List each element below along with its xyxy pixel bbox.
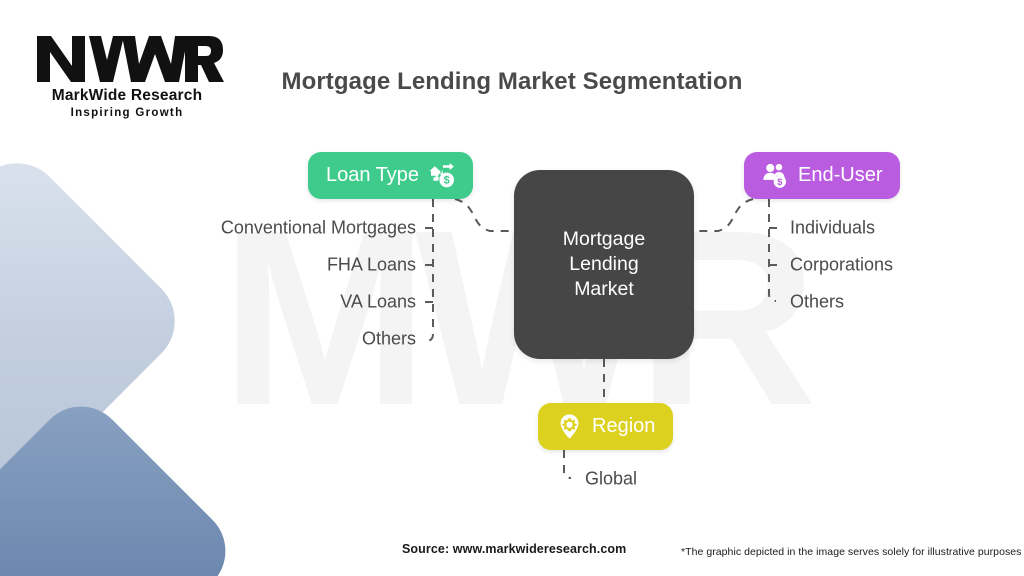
leaf-end-user-1: Corporations <box>790 254 894 275</box>
leaf-loan-type-0: Conventional Mortgages <box>220 217 416 238</box>
branch-pill-end-user-label: End-User <box>798 164 883 186</box>
leaf-loan-type-3: Others <box>361 328 416 349</box>
leaf-region-0: Global <box>585 468 638 489</box>
mwr-logo-icon <box>37 36 224 82</box>
svg-text:$: $ <box>777 177 782 187</box>
leaf-loan-type-2: VA Loans <box>340 291 416 312</box>
wire-end-user-spine <box>768 199 777 302</box>
people-dollar-icon: $ <box>763 163 787 188</box>
brand-tagline: Inspiring Growth <box>70 107 184 119</box>
wire-region-spine <box>563 450 572 479</box>
branch-pill-loan-type[interactable]: Loan Type $ <box>308 152 474 199</box>
branch-pill-loan-type-label: Loan Type <box>326 164 420 186</box>
branch-pill-end-user[interactable]: $ End-User <box>744 152 901 199</box>
leaf-end-user-0: Individuals <box>790 217 876 238</box>
leaf-loan-type-1: FHA Loans <box>326 254 416 275</box>
wire-end-user-to-center <box>694 198 754 232</box>
disclaimer-text: *The graphic depicted in the image serve… <box>681 546 1022 558</box>
wire-loan-type-spine <box>425 199 434 342</box>
house-dollar-exchange-icon: $ <box>429 162 455 188</box>
wire-loan-type-to-center <box>454 198 514 232</box>
page-title: Mortgage Lending Market Segmentation <box>281 68 743 95</box>
map-pin-gear-icon <box>560 414 579 439</box>
branch-pill-region-label: Region <box>592 415 656 437</box>
leaf-end-user-2: Others <box>790 291 845 312</box>
source-text: Source: www.markwideresearch.com <box>402 542 627 556</box>
branch-pill-region[interactable]: Region <box>538 403 674 450</box>
brand-logo: MarkWide Research Inspiring Growth <box>27 30 227 119</box>
svg-text:$: $ <box>444 175 450 187</box>
brand-name: MarkWide Research <box>51 87 203 104</box>
